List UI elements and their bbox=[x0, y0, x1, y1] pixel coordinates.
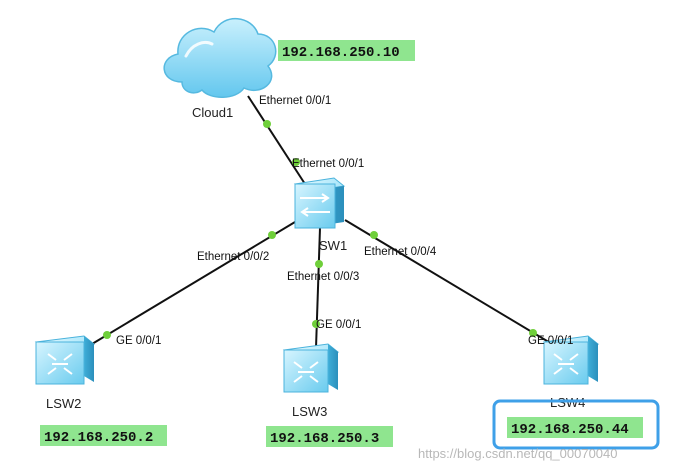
lsw4-ip: 192.168.250.44 bbox=[511, 422, 629, 438]
sw1-port-eth3-label: Ethernet 0/0/3 bbox=[287, 271, 359, 283]
lsw4-port-label: GE 0/0/1 bbox=[528, 335, 573, 347]
port-dot-sw1-eth3 bbox=[315, 260, 323, 268]
l3-switch-icon[interactable] bbox=[34, 335, 96, 385]
port-dot-cloud1 bbox=[263, 120, 271, 128]
port-dot-sw1-eth4 bbox=[370, 231, 378, 239]
lsw3-ip: 192.168.250.3 bbox=[270, 431, 379, 447]
cloud1-label: Cloud1 bbox=[192, 105, 233, 120]
lsw4-ip-bg bbox=[507, 417, 643, 438]
port-dot-sw1-eth1 bbox=[292, 158, 300, 166]
sw1-port-eth2-label: Ethernet 0/0/2 bbox=[197, 251, 269, 263]
cloud1-ip-bg bbox=[278, 40, 415, 61]
lsw3-ip-bg bbox=[266, 426, 393, 447]
port-dot-lsw3 bbox=[312, 320, 320, 328]
sw1-label: SW1 bbox=[319, 238, 347, 253]
link-sw1-lsw4[interactable] bbox=[344, 219, 553, 345]
l3-switch-icon[interactable] bbox=[282, 343, 340, 393]
lsw2-label: LSW2 bbox=[46, 396, 81, 411]
lsw3-label: LSW3 bbox=[292, 404, 327, 419]
cloud1-ip: 192.168.250.10 bbox=[282, 45, 400, 61]
port-dot-lsw4 bbox=[529, 329, 537, 337]
lsw2-port-label: GE 0/0/1 bbox=[116, 335, 161, 347]
sw1-port-eth1-label: Ethernet 0/0/1 bbox=[292, 158, 364, 170]
cloud1-port-label: Ethernet 0/0/1 bbox=[259, 95, 331, 107]
lsw2-ip: 192.168.250.2 bbox=[44, 430, 153, 446]
port-dot-sw1-eth2 bbox=[268, 231, 276, 239]
switch-icon[interactable] bbox=[293, 177, 346, 229]
cloud-icon[interactable] bbox=[163, 17, 277, 98]
lsw3-port-label: GE 0/0/1 bbox=[316, 319, 361, 331]
link-sw1-lsw3[interactable] bbox=[315, 227, 321, 349]
l3-switch-icon[interactable] bbox=[542, 335, 600, 385]
lsw2-ip-bg bbox=[40, 425, 167, 446]
link-cloud1-sw1[interactable] bbox=[247, 95, 306, 185]
watermark: https://blog.csdn.net/qq_00070040 bbox=[418, 446, 618, 461]
sw1-port-eth4-label: Ethernet 0/0/4 bbox=[364, 246, 437, 258]
link-sw1-lsw2[interactable] bbox=[91, 221, 296, 345]
lsw4-ip-highlight-box bbox=[492, 399, 660, 450]
port-dot-lsw2 bbox=[103, 331, 111, 339]
